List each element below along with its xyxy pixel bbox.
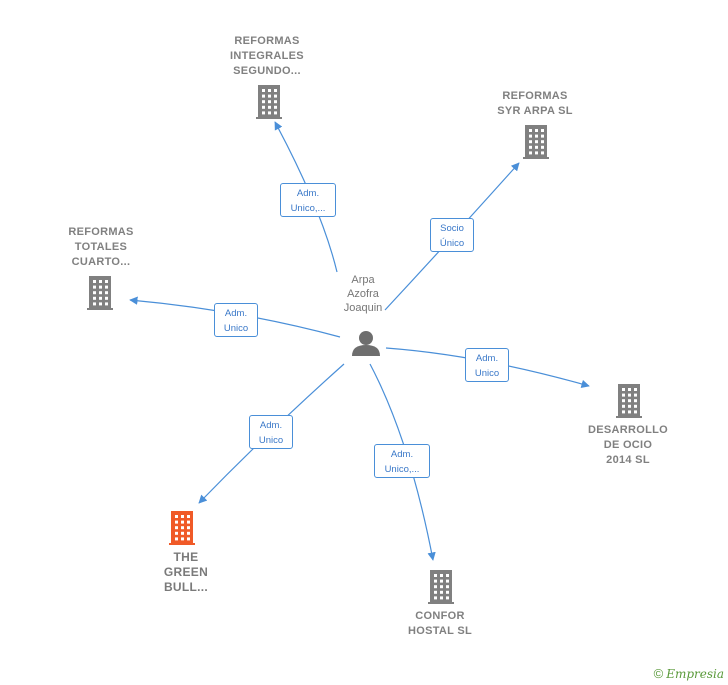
company-label-reformas-syr-arpa[interactable]: REFORMAS SYR ARPA SL <box>497 90 573 117</box>
building-icon-desarrollo-ocio[interactable] <box>616 384 642 418</box>
relation-box-the-green-bull[interactable]: Adm. Unico <box>249 415 293 449</box>
copyright-symbol: © <box>653 666 664 681</box>
company-label-reformas-totales[interactable]: REFORMAS TOTALES CUARTO... <box>68 226 134 268</box>
brand-name: Empresia <box>666 667 724 681</box>
company-label-reformas-integrales[interactable]: REFORMAS INTEGRALES SEGUNDO... <box>230 35 304 77</box>
empresia-logo: ©Empresia <box>654 666 724 681</box>
building-icon-reformas-syr-arpa[interactable] <box>523 125 549 159</box>
relation-box-desarrollo-ocio[interactable]: Adm. Unico <box>465 348 509 382</box>
company-label-confor-hostal[interactable]: CONFOR HOSTAL SL <box>407 610 473 637</box>
company-label-desarrollo-ocio[interactable]: DESARROLLO DE OCIO 2014 SL <box>588 424 668 466</box>
person-name[interactable]: Arpa Azofra Joaquin <box>343 274 383 314</box>
building-icon-reformas-integrales[interactable] <box>256 85 282 119</box>
building-icon-reformas-totales[interactable] <box>87 276 113 310</box>
person-icon[interactable] <box>352 331 380 356</box>
relation-box-reformas-syr-arpa[interactable]: Socio Único <box>430 218 474 252</box>
company-label-the-green-bull[interactable]: THE GREEN BULL... <box>163 550 209 594</box>
building-icon-the-green-bull[interactable] <box>169 511 195 545</box>
relation-box-reformas-totales[interactable]: Adm. Unico <box>214 303 258 337</box>
building-icon-confor-hostal[interactable] <box>428 570 454 604</box>
relation-box-confor-hostal[interactable]: Adm. Unico,... <box>374 444 430 478</box>
relation-box-reformas-integrales[interactable]: Adm. Unico,... <box>280 183 336 217</box>
